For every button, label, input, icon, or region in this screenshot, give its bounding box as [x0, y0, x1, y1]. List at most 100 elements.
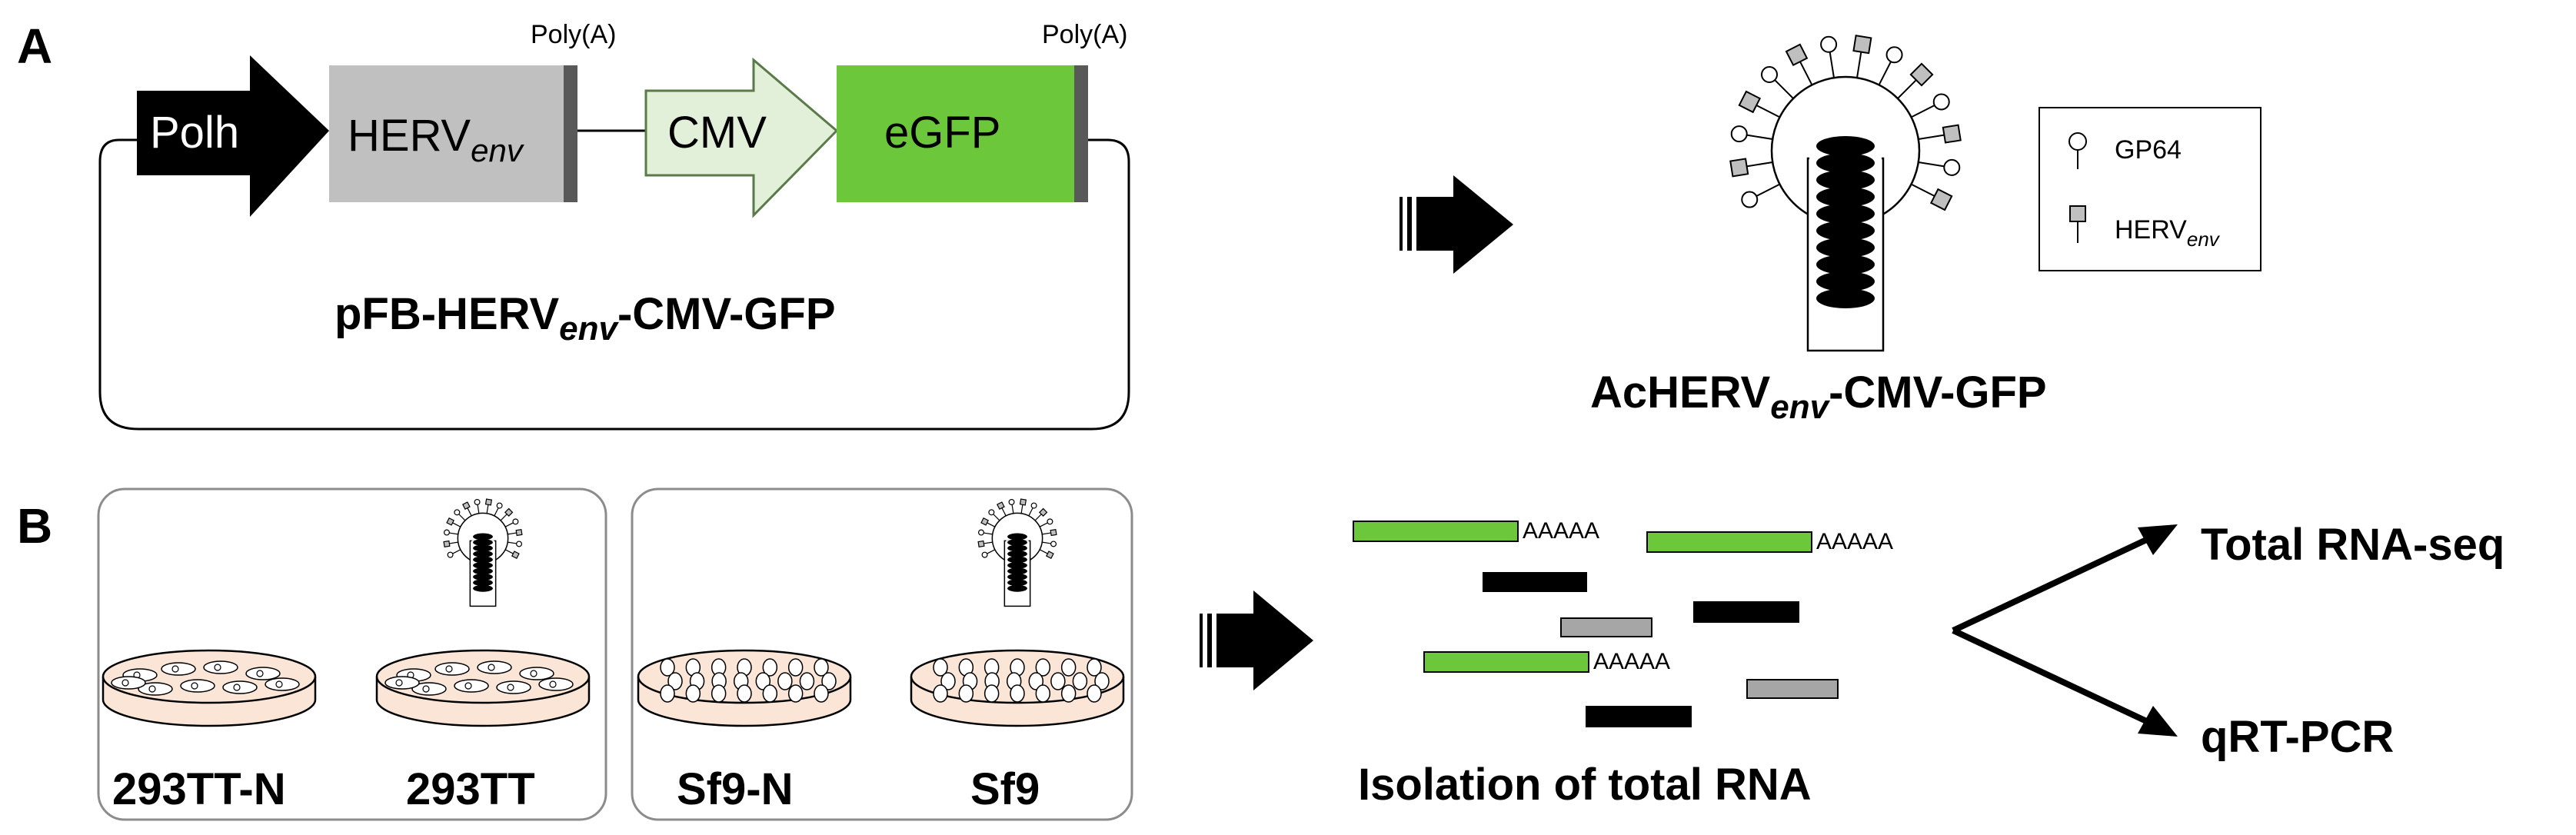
cell-nucleus [445, 665, 453, 673]
gp64-spike-head [1943, 158, 1961, 176]
insect-cell [1087, 658, 1102, 677]
dish-sf9-n [637, 649, 852, 727]
virus-spike [1829, 52, 1835, 78]
virus-spike [500, 514, 508, 521]
gp64-spike-head [512, 518, 519, 525]
polya-bar-1 [564, 65, 577, 202]
nucleocapsid-disc [1007, 539, 1027, 546]
gp64-spike-head [496, 502, 503, 509]
baculovirus-icon-small-1 [443, 498, 523, 607]
dish-label-293tt-n: 293TT-N [112, 764, 286, 814]
nucleocapsid-disc [473, 567, 493, 575]
virus-spike [987, 549, 996, 554]
cmv-arrow [644, 57, 839, 218]
gp64-spike-head [1820, 35, 1838, 53]
virus-spike [1039, 549, 1048, 554]
virus-spike [1034, 514, 1042, 521]
insect-cell [1028, 672, 1044, 690]
virus-spike [508, 532, 517, 535]
virus-spike [1918, 161, 1945, 168]
virus-spike [1020, 504, 1023, 514]
gp64-spike-head [443, 529, 450, 536]
baculovirus-icon-small-2 [977, 498, 1057, 607]
plasmid-name: pFB-HERVenv-CMV-GFP [334, 289, 836, 348]
insect-cell [1060, 684, 1077, 703]
arrow-a-icon [1399, 175, 1513, 274]
cell-nucleus [549, 680, 557, 688]
herv-spike-head [511, 551, 520, 559]
plasmid-backbone [98, 138, 1130, 431]
insect-cell [933, 658, 948, 677]
herv-env-legend-icon [2069, 205, 2086, 243]
herv-spike-head [443, 540, 451, 548]
cell-nucleus [507, 684, 514, 691]
virus-spike [504, 549, 514, 554]
virus-spike [983, 532, 993, 535]
insect-cell [983, 684, 1000, 703]
gp64-spike-head [1730, 125, 1748, 143]
virus-spike [1897, 79, 1917, 99]
nucleocapsid-disc [1007, 573, 1027, 581]
gp64-spike-head [1047, 518, 1053, 525]
virus-spike [504, 522, 514, 527]
herv-spike-head [977, 540, 985, 548]
panel-a-letter: A [17, 18, 52, 74]
gp64-spike-head [1741, 191, 1759, 208]
dish-293tt-n [102, 649, 317, 727]
output-qrt-pcr: qRT-PCR [2201, 712, 2394, 762]
rna-caption: Isolation of total RNA [1358, 760, 1812, 810]
virus-spike [1911, 183, 1935, 197]
virus-spike [987, 522, 996, 527]
virus-spike [467, 507, 472, 517]
cell-nucleus [464, 682, 472, 690]
nucleocapsid-disc [473, 579, 493, 587]
gp64-spike-head [1932, 93, 1950, 111]
virus-spike [1001, 507, 1007, 517]
cell-nucleus [233, 684, 241, 691]
nucleocapsid-disc [1007, 567, 1027, 575]
nucleocapsid-disc [1007, 579, 1027, 587]
dish-label-sf9-n: Sf9-N [677, 764, 793, 814]
herv-spike-head [1909, 62, 1934, 87]
virus-spike [452, 549, 461, 554]
nucleocapsid-disc [1816, 153, 1875, 173]
herv-spike-head [484, 498, 493, 506]
virus-spike [1042, 541, 1051, 544]
virus-spike [1039, 522, 1048, 527]
insect-cell [711, 684, 727, 703]
herv-spike-head [462, 501, 471, 510]
virus-spike [477, 504, 480, 514]
nucleocapsid-disc [1007, 556, 1027, 564]
herv-spike-head [1729, 158, 1749, 178]
gp64-spike-head [474, 498, 481, 505]
polya-tag-3: AAAAA [1593, 649, 1670, 674]
virus-spike [1756, 105, 1780, 118]
dish-sf9 [910, 649, 1125, 727]
cmv-label: CMV [667, 108, 767, 158]
nucleocapsid-disc [473, 584, 493, 592]
virus-spike [1756, 183, 1780, 197]
nucleocapsid-disc [1007, 544, 1027, 552]
insect-cell [1072, 672, 1088, 690]
gp64-spike-head [516, 541, 523, 547]
insect-cell [933, 684, 948, 703]
herv-spike-head [1039, 507, 1048, 517]
virus-spike [983, 541, 993, 544]
insect-cell [799, 672, 815, 690]
nucleocapsid-disc [1816, 238, 1875, 258]
insect-cell [737, 684, 752, 703]
cell-nucleus [256, 670, 264, 677]
virus-spike [449, 541, 458, 544]
nucleocapsid-disc [1816, 254, 1875, 274]
virus-spike [486, 504, 489, 514]
herv-spike-head [446, 517, 454, 526]
insect-cell [814, 658, 829, 677]
rna-gray-1 [1560, 617, 1652, 637]
nucleocapsid-disc [473, 561, 493, 569]
polh-arrow [137, 55, 329, 217]
herv-spike-head [504, 507, 514, 517]
polya-bar-2 [1074, 65, 1088, 202]
virus-spike [449, 532, 458, 535]
virus-spike [993, 514, 1000, 521]
arrow-b-icon [1200, 590, 1313, 690]
